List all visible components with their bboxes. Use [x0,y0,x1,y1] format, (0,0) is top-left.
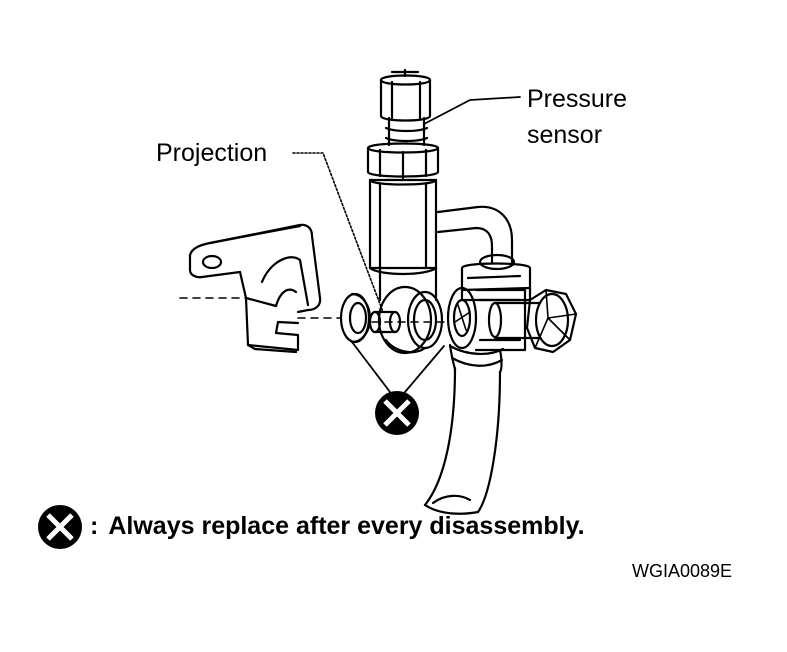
tee-fitting [446,262,578,354]
legend-circle-x-icon [38,505,82,549]
banjo-fitting [368,263,444,355]
legend-description: Always replace after every disassembly. [108,512,585,540]
mounting-bracket [188,223,322,354]
replace-leader-lines [351,341,445,393]
pressure-sensor-label-line1: Pressure [527,85,628,113]
projection-label: Projection [156,139,268,167]
gasket [339,292,372,344]
hose [423,343,505,515]
legend: : Always replace after every disassembly… [90,510,585,542]
figure-code: WGIA0089E [632,561,733,581]
circle-x-icon [375,391,419,435]
pressure-sensor-leader [423,96,521,125]
pressure-sensor-body [366,68,440,276]
alignment-lines [179,297,447,323]
projection-leader [292,152,384,313]
pressure-sensor-label-line2: sensor [527,121,603,149]
bent-pipe [436,205,516,271]
legend-separator: : [90,512,99,540]
